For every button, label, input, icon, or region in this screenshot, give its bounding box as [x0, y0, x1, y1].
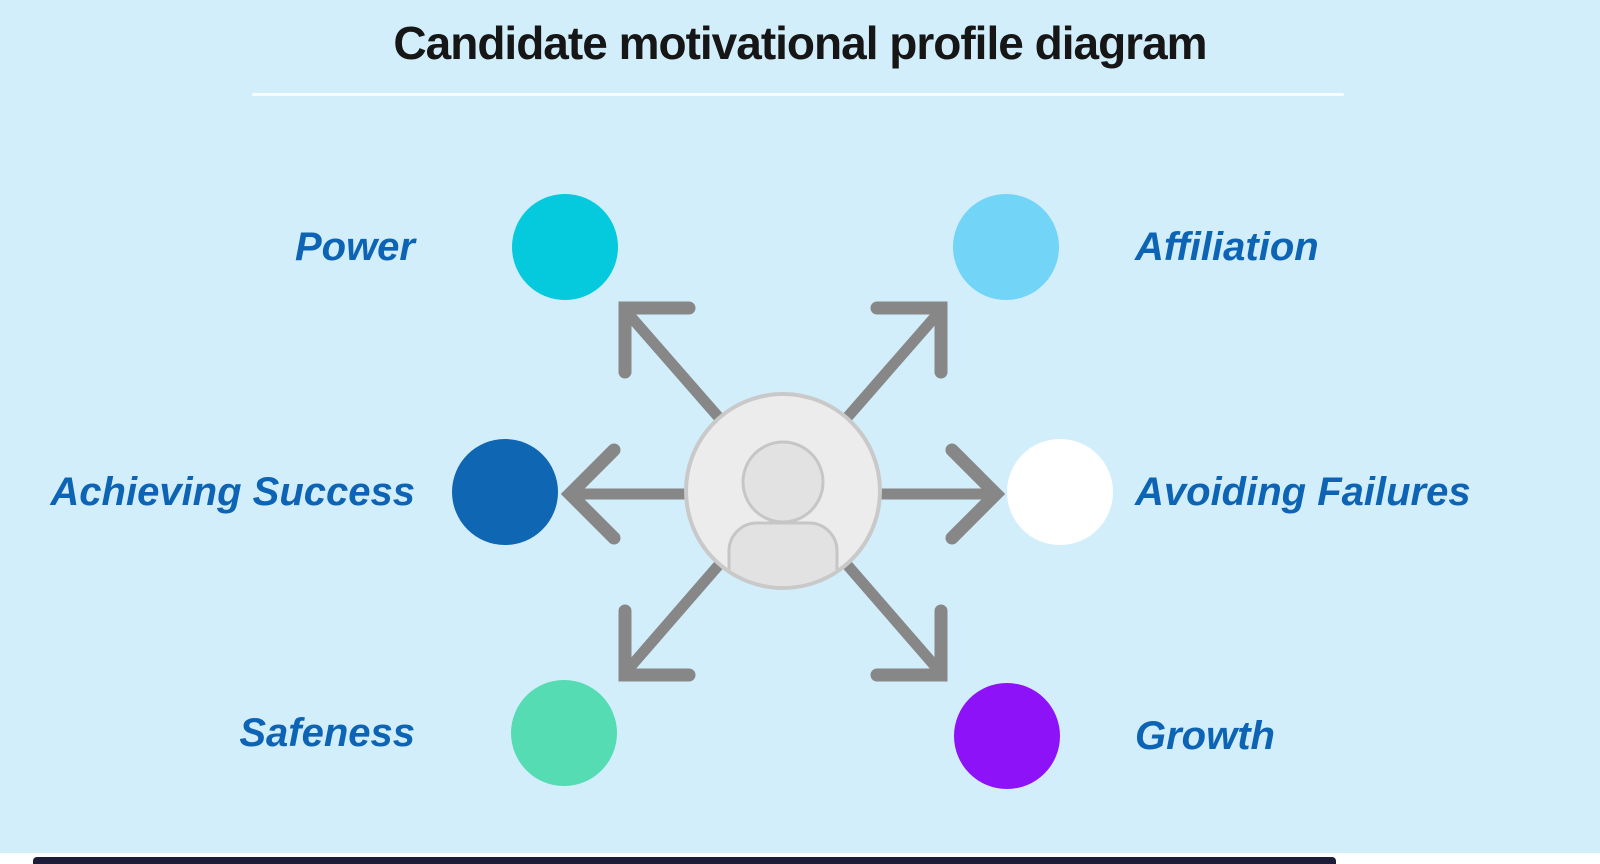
- node-affiliation-circle: [953, 194, 1059, 300]
- person-shoulders-icon: [727, 521, 839, 586]
- node-achieving-success-circle: [452, 439, 558, 545]
- node-avoiding-failures-circle: [1007, 439, 1113, 545]
- node-safeness-circle: [511, 680, 617, 786]
- label-avoiding-failures: Avoiding Failures: [1135, 470, 1471, 514]
- label-affiliation: Affiliation: [1135, 225, 1319, 269]
- label-power: Power: [294, 225, 415, 269]
- node-growth-circle: [954, 683, 1060, 789]
- person-avatar: [684, 392, 882, 590]
- label-safeness: Safeness: [239, 711, 415, 755]
- label-growth: Growth: [1135, 714, 1275, 758]
- bottom-strip: [0, 853, 1600, 864]
- title-divider: [252, 93, 1344, 96]
- person-head-icon: [741, 440, 825, 524]
- label-achieving-success: Achieving Success: [50, 470, 415, 514]
- page-title: Candidate motivational profile diagram: [393, 17, 1207, 69]
- node-power-circle: [512, 194, 618, 300]
- bottom-window-edge: [33, 857, 1336, 864]
